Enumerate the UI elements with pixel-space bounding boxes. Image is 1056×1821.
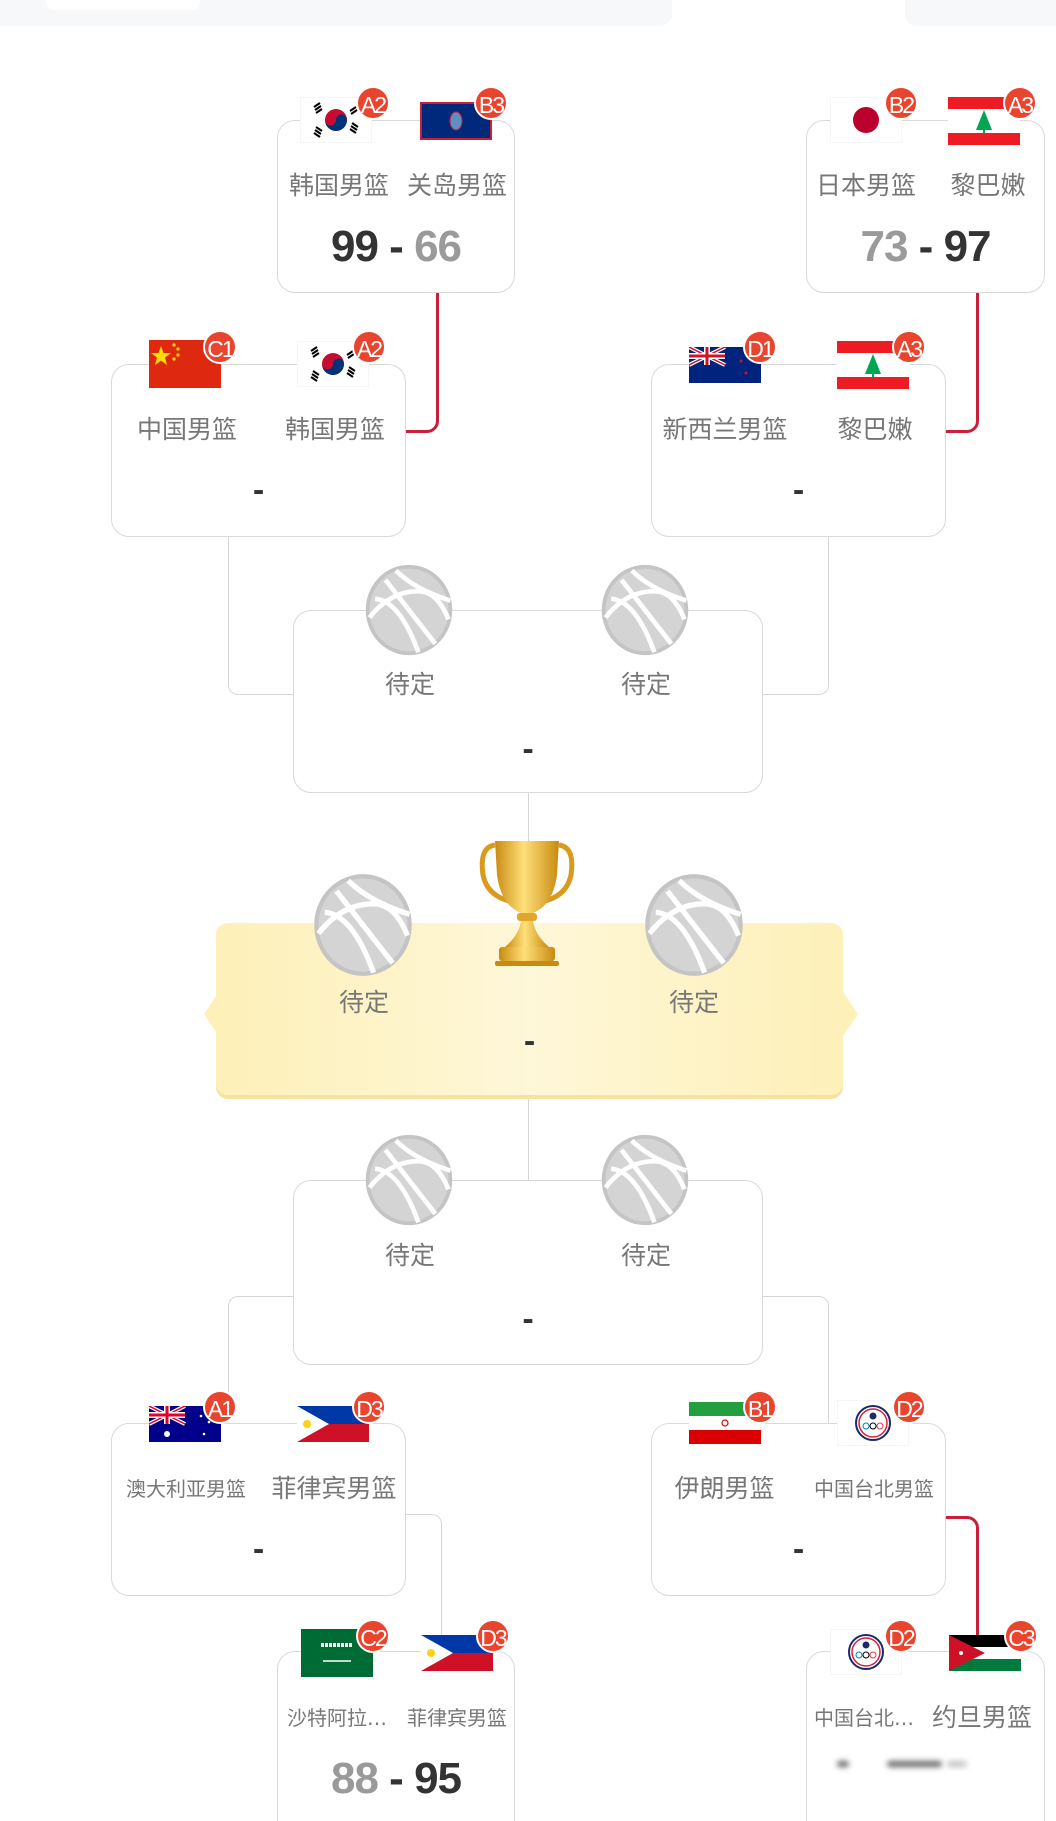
connector-line: [762, 537, 829, 695]
match-card-iran-chinesetaipei[interactable]: 伊朗男篮 中国台北男篮 -: [651, 1423, 946, 1596]
team1-name: 韩国男篮: [288, 171, 389, 200]
match-card-australia-philippines[interactable]: 澳大利亚男篮 菲律宾男篮 -: [111, 1423, 406, 1596]
seed-badge: C2: [356, 1619, 390, 1653]
connector-line: [406, 1514, 442, 1638]
seed-badge: B1: [743, 1390, 777, 1424]
basketball-placeholder-icon: [641, 870, 747, 980]
korea-flag: [297, 341, 369, 387]
obscured-score: [887, 1761, 942, 1767]
iran-flag: [689, 1402, 761, 1444]
match-score: -: [523, 1025, 536, 1058]
chinese-taipei-flag: [830, 1629, 902, 1675]
philippines-flag: [297, 1406, 369, 1442]
match-score: -: [522, 733, 534, 766]
seed-badge: C1: [203, 330, 237, 364]
team1-name: 中国男篮: [136, 415, 237, 444]
trophy-icon: [477, 835, 577, 975]
team2-name: 韩国男篮: [284, 415, 385, 444]
match-score: -: [522, 1303, 534, 1336]
australia-flag: [149, 1406, 221, 1442]
seed-badge: A3: [892, 330, 926, 364]
match-score: -: [252, 474, 265, 507]
seed-badge: B2: [884, 86, 918, 120]
team1-name: 伊朗男篮: [674, 1474, 775, 1503]
basketball-placeholder-icon: [362, 1133, 456, 1227]
team1-name: 待定: [338, 988, 389, 1017]
lebanon-flag: [948, 97, 1020, 145]
semifinal-card-bottom[interactable]: -: [293, 1180, 763, 1365]
basketball-placeholder-icon: [598, 563, 692, 657]
obscured-score: [837, 1761, 849, 1767]
match-score: 73 - 97: [860, 222, 991, 271]
match-score: -: [792, 474, 805, 507]
match-card-newzealand-lebanon[interactable]: 新西兰男篮 黎巴嫩 -: [651, 364, 946, 537]
connector-line: [228, 1296, 294, 1426]
team2-name: 待定: [620, 1241, 671, 1270]
match-card-saudi-philippines[interactable]: 沙特阿拉… 菲律宾男篮 88 - 95: [277, 1651, 515, 1821]
team2-name: 约旦男篮: [931, 1703, 1032, 1732]
basketball-placeholder-icon: [310, 870, 416, 980]
top-tab-pill[interactable]: [46, 0, 200, 10]
team1-name: 澳大利亚男篮: [126, 1477, 246, 1501]
team2-name: 黎巴嫩: [837, 415, 913, 444]
seed-badge: A2: [356, 86, 390, 120]
seed-badge: D1: [743, 330, 777, 364]
match-card-korea-guam[interactable]: 韩国男篮 关岛男篮 99 - 66: [277, 120, 515, 293]
basketball-placeholder-icon: [598, 1133, 692, 1227]
team1-name: 日本男篮: [815, 171, 916, 200]
team2-name: 黎巴嫩: [950, 171, 1026, 200]
new-zealand-flag: [689, 347, 761, 383]
team1-name: 沙特阿拉…: [287, 1706, 387, 1730]
match-score: 99 - 66: [330, 222, 462, 271]
obscured-score: [947, 1761, 967, 1767]
seed-badge: D3: [352, 1390, 386, 1424]
match-card-japan-lebanon[interactable]: 日本男篮 黎巴嫩 73 - 97: [806, 120, 1045, 293]
connector-line: [762, 1296, 829, 1426]
team2-name: 中国台北男篮: [814, 1477, 934, 1501]
top-panel-right: [905, 0, 1056, 26]
seed-badge: C3: [1004, 1619, 1038, 1653]
seed-badge: A1: [203, 1390, 237, 1424]
jordan-flag: [949, 1635, 1021, 1671]
match-card-china-korea[interactable]: 中国男篮 韩国男篮 -: [111, 364, 406, 537]
match-card-chinesetaipei-jordan[interactable]: 中国台北… 约旦男篮: [806, 1651, 1045, 1821]
advance-line: [946, 1516, 979, 1640]
team2-name: 待定: [668, 988, 719, 1017]
team1-name: 新西兰男篮: [662, 415, 788, 444]
match-score: -: [792, 1533, 805, 1566]
team2-name: 待定: [620, 670, 671, 699]
top-panel: [0, 0, 672, 26]
match-score: -: [252, 1533, 265, 1566]
team1-name: 待定: [384, 1241, 435, 1270]
seed-badge: A2: [352, 330, 386, 364]
seed-badge: D3: [476, 1619, 510, 1653]
team1-name: 待定: [384, 670, 435, 699]
philippines-flag: [421, 1635, 493, 1671]
team1-name: 中国台北…: [814, 1706, 914, 1730]
advance-line: [946, 293, 979, 433]
seed-badge: A3: [1003, 86, 1037, 120]
team2-name: 关岛男篮: [406, 171, 507, 200]
match-score: 88 - 95: [330, 1754, 462, 1803]
basketball-placeholder-icon: [362, 563, 456, 657]
seed-badge: D2: [884, 1619, 918, 1653]
korea-flag: [300, 97, 372, 143]
team2-name: 菲律宾男篮: [271, 1474, 397, 1503]
semifinal-card-top[interactable]: -: [293, 610, 763, 793]
seed-badge: B3: [474, 86, 508, 120]
advance-line: [406, 293, 439, 433]
team2-name: 菲律宾男篮: [407, 1706, 507, 1730]
connector-line: [228, 537, 294, 695]
seed-badge: D2: [892, 1390, 926, 1424]
